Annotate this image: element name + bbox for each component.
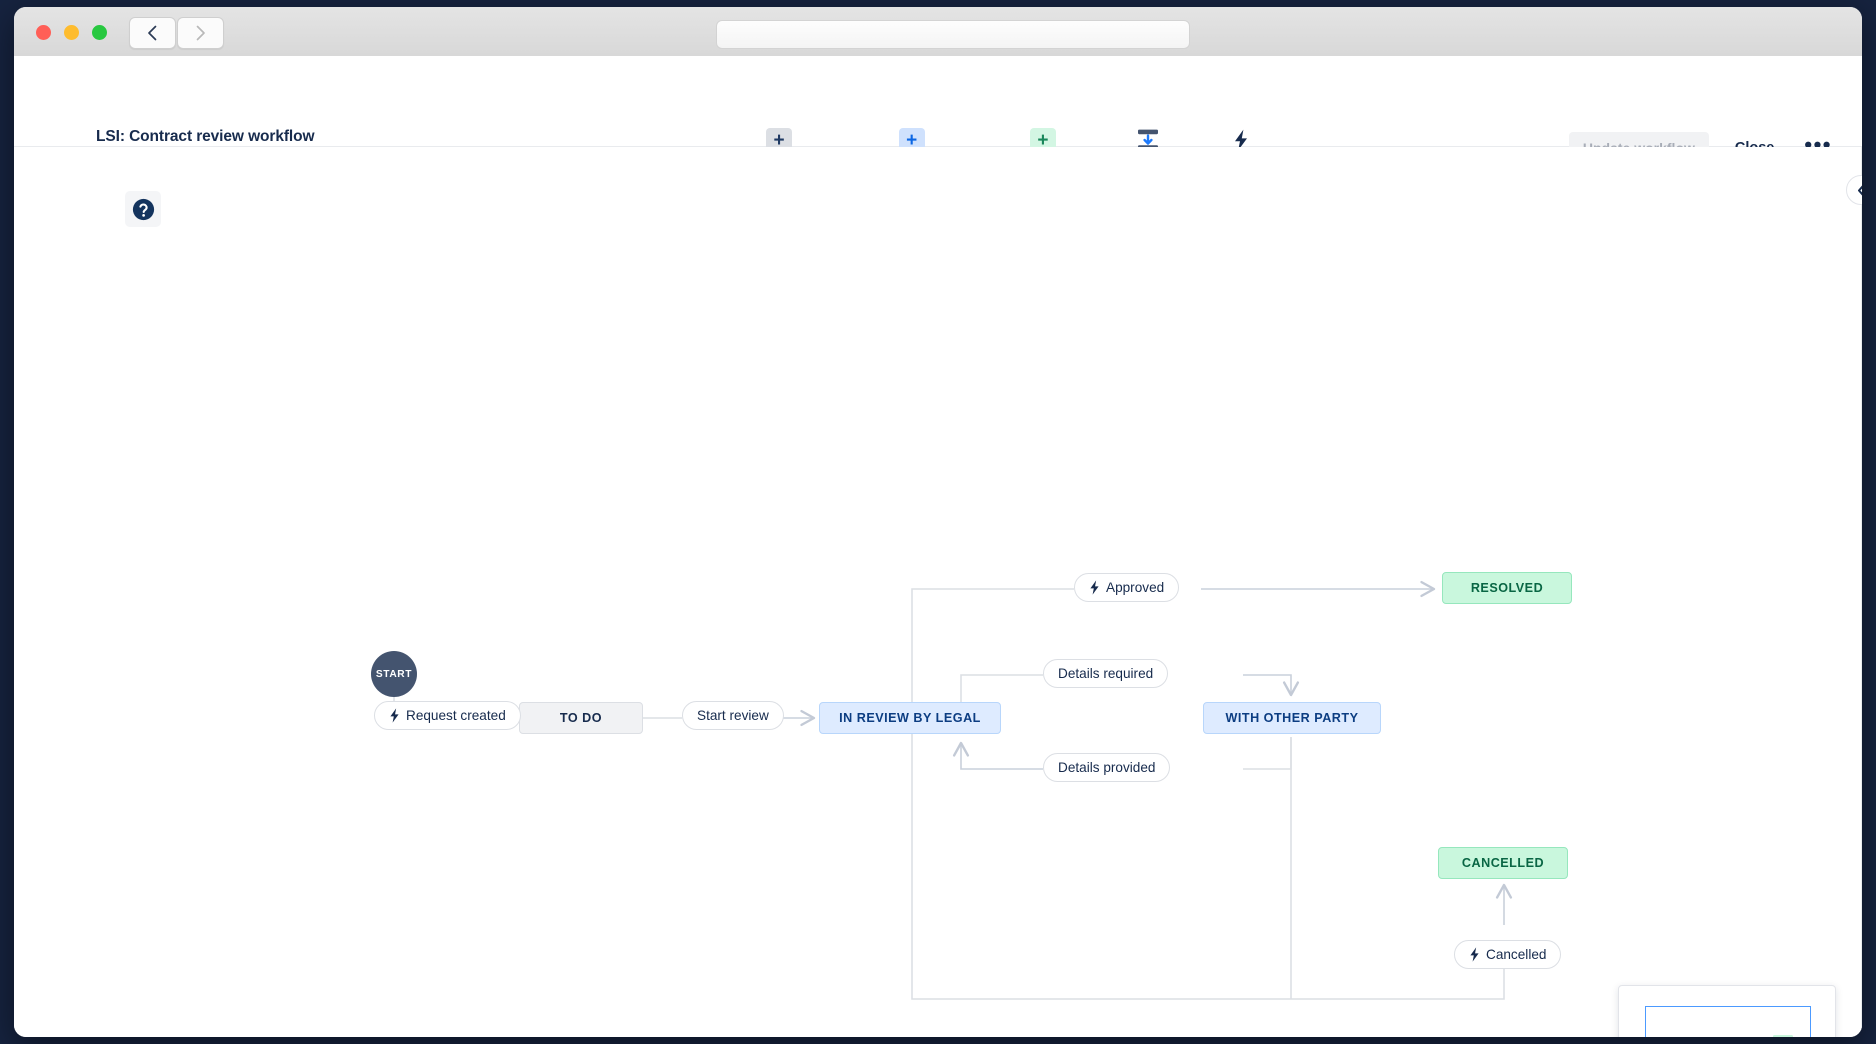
workflow-canvas[interactable]: START TO DO IN REVIEW BY LEGAL WITH OTHE… <box>14 147 1862 1037</box>
transition-approved[interactable]: Approved <box>1074 573 1180 602</box>
back-chevron-icon <box>148 25 157 41</box>
transition-label: Cancelled <box>1486 947 1547 962</box>
chevron-left-icon <box>1857 184 1862 196</box>
node-start[interactable]: START <box>371 651 417 697</box>
transition-details-required[interactable]: Details required <box>1043 659 1169 688</box>
node-to-do[interactable]: TO DO <box>519 702 643 734</box>
address-bar[interactable] <box>716 20 1190 49</box>
transition-label: Approved <box>1106 580 1165 595</box>
lightning-icon <box>1470 947 1479 962</box>
node-with-other-party[interactable]: WITH OTHER PARTY <box>1203 702 1381 734</box>
minimap-viewport[interactable] <box>1645 1006 1811 1037</box>
transition-label: Details provided <box>1058 760 1156 775</box>
window-titlebar <box>14 7 1862 57</box>
lightning-icon <box>1234 129 1247 151</box>
traffic-light-close[interactable] <box>36 25 51 40</box>
transition-label: Request created <box>406 708 506 723</box>
back-button[interactable] <box>129 17 176 49</box>
forward-chevron-icon <box>196 25 205 41</box>
minimap[interactable] <box>1618 985 1836 1037</box>
transition-label: Start review <box>697 708 769 723</box>
traffic-light-maximize[interactable] <box>92 25 107 40</box>
transition-request-created[interactable]: Request created <box>374 701 521 730</box>
transition-label: Details required <box>1058 666 1154 681</box>
transition-cancelled[interactable]: Cancelled <box>1454 940 1562 969</box>
node-resolved[interactable]: RESOLVED <box>1442 572 1572 604</box>
node-in-review-by-legal[interactable]: IN REVIEW BY LEGAL <box>819 702 1001 734</box>
browser-window: LSI: Contract review workflow Used in 1 … <box>14 7 1862 1037</box>
app-header: LSI: Contract review workflow Used in 1 … <box>14 56 1862 174</box>
help-button[interactable] <box>125 191 161 227</box>
lightning-icon <box>390 708 399 723</box>
transition-start-review[interactable]: Start review <box>682 701 784 730</box>
workflow-edges <box>393 580 1513 1000</box>
node-cancelled[interactable]: CANCELLED <box>1438 847 1568 879</box>
page-title: LSI: Contract review workflow <box>96 128 315 145</box>
canvas-right-divider <box>1861 147 1862 1037</box>
transition-details-provided[interactable]: Details provided <box>1043 753 1171 782</box>
traffic-light-minimize[interactable] <box>64 25 79 40</box>
lightning-icon <box>1090 580 1099 595</box>
minimap-node-resolved <box>1773 1035 1793 1037</box>
workflow-diagram: START TO DO IN REVIEW BY LEGAL WITH OTHE… <box>14 147 1862 1037</box>
question-circle-icon <box>132 198 154 220</box>
forward-button[interactable] <box>177 17 224 49</box>
